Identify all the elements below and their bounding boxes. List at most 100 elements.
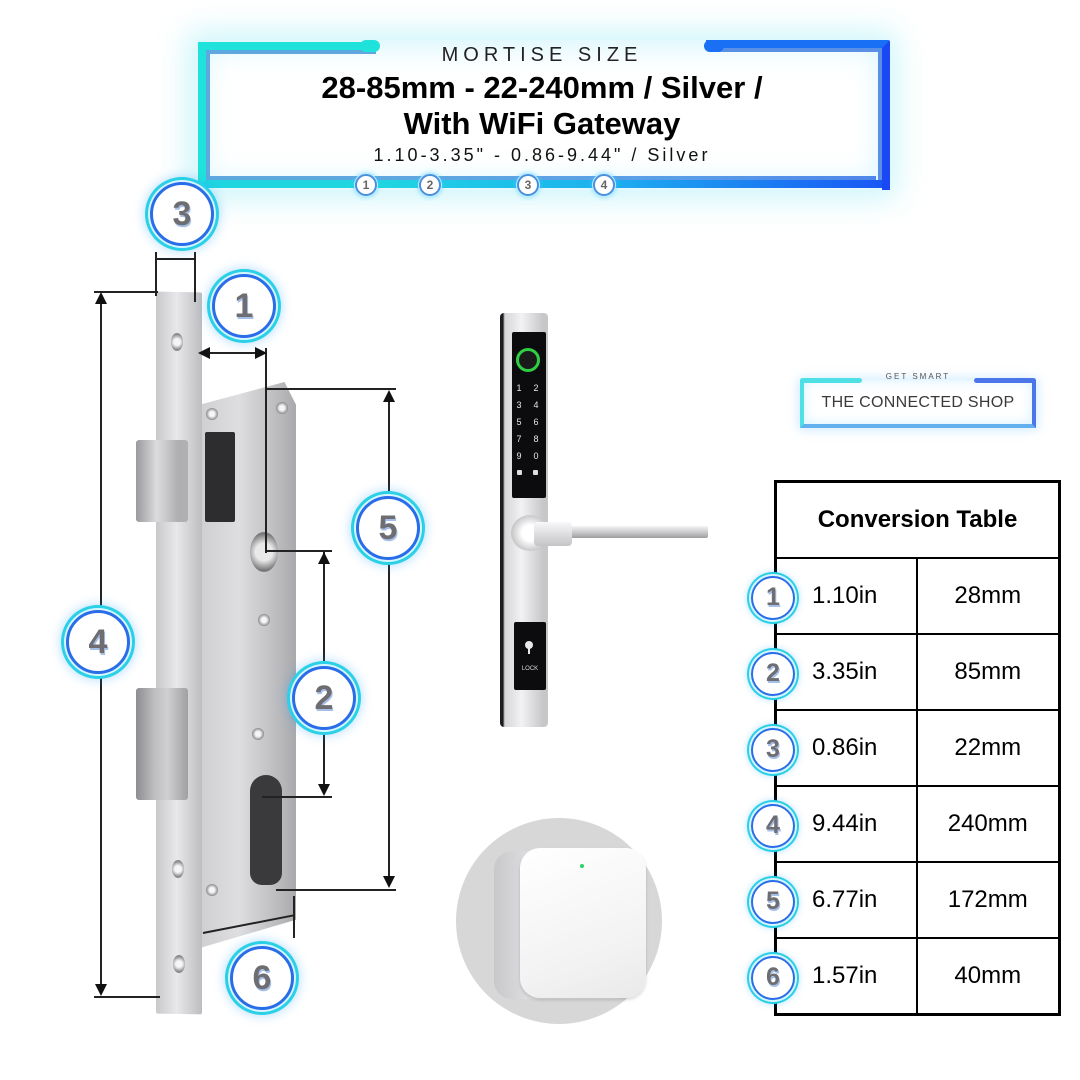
lever-neck bbox=[534, 522, 572, 546]
keyhole-icon-stem bbox=[528, 648, 530, 654]
conversion-table: Conversion Table 1.10in 28mm 3.35in 85mm… bbox=[774, 480, 1061, 1016]
unlock-icon bbox=[533, 470, 538, 475]
inches-cell: 1.10in bbox=[774, 557, 918, 635]
dim-5-arrow-up bbox=[383, 390, 395, 402]
badge-1: 1 bbox=[212, 274, 276, 338]
header-mini-badge-3: 3 bbox=[517, 174, 539, 196]
table-header-row: Conversion Table bbox=[774, 480, 1061, 559]
header-frame-bottom-inner bbox=[376, 176, 876, 180]
keypad-key: 1 bbox=[516, 383, 522, 393]
keypad-key: 3 bbox=[516, 400, 522, 410]
dim-4-ext-bottom bbox=[94, 996, 160, 998]
key-override-panel bbox=[514, 622, 546, 690]
inches-cell: 9.44in bbox=[774, 785, 918, 863]
mm-cell: 22mm bbox=[915, 709, 1061, 787]
dead-bolt bbox=[136, 688, 188, 800]
mm-cell: 85mm bbox=[915, 633, 1061, 711]
dim-5-line bbox=[388, 392, 390, 886]
badge-4: 4 bbox=[66, 610, 130, 674]
header-mini-badge-4: 4 bbox=[593, 174, 615, 196]
header-frame-right-inner bbox=[712, 48, 882, 180]
keypad-key: 0 bbox=[533, 451, 539, 461]
header-frame-cap-right bbox=[704, 40, 724, 52]
cylinder-hole bbox=[250, 775, 282, 885]
dim-3-ext-right bbox=[194, 252, 196, 302]
dim-1-ext bbox=[265, 348, 267, 553]
inches-cell: 0.86in bbox=[774, 709, 918, 787]
logo-frame-cap-right bbox=[974, 378, 1036, 383]
header-frame-cap-left bbox=[360, 40, 380, 52]
table-row: 9.44in 240mm bbox=[774, 785, 1061, 863]
table-row: 1.10in 28mm bbox=[774, 557, 1061, 635]
badge-5: 5 bbox=[356, 496, 420, 560]
mortise-lock-faceplate bbox=[156, 291, 202, 1015]
gateway-status-led-icon bbox=[580, 864, 584, 868]
logo-name: THE CONNECTED SHOP bbox=[821, 394, 1015, 411]
dim-3-ext-left bbox=[155, 252, 157, 296]
table-row: 1.57in 40mm bbox=[774, 937, 1061, 1016]
table-row: 3.35in 85mm bbox=[774, 633, 1061, 711]
screw-hole-mid bbox=[172, 860, 184, 878]
screw bbox=[258, 614, 270, 626]
table-badge-5: 5 bbox=[751, 880, 795, 924]
dim-1-arrow-right bbox=[255, 347, 267, 359]
fingerprint-sensor-icon bbox=[516, 348, 540, 372]
header-frame-bottom bbox=[378, 180, 888, 188]
gateway-face bbox=[520, 848, 646, 998]
screw-hole-top bbox=[171, 333, 183, 351]
inches-cell: 6.77in bbox=[774, 861, 918, 939]
dim-5-arrow-down bbox=[383, 876, 395, 888]
dim-2-arrow-up bbox=[318, 552, 330, 564]
table-badge-3: 3 bbox=[751, 728, 795, 772]
inches-cell: 1.57in bbox=[774, 937, 918, 1016]
dim-4-arrow-up bbox=[95, 292, 107, 304]
dim-2-ext-bottom bbox=[262, 796, 332, 798]
dim-5-ext-top bbox=[266, 388, 396, 390]
header-subtitle: 1.10-3.35" - 0.86-9.44" / Silver bbox=[373, 145, 711, 165]
dim-4-arrow-down bbox=[95, 984, 107, 996]
latch-window bbox=[205, 432, 235, 522]
screw-hole-bottom bbox=[173, 955, 185, 973]
mm-cell: 28mm bbox=[915, 557, 1061, 635]
spindle-hole bbox=[250, 532, 278, 572]
dim-6-ext-right bbox=[293, 896, 295, 938]
header-mini-badge-1: 1 bbox=[355, 174, 377, 196]
page-title-line-1: 28-85mm - 22-240mm / Silver / bbox=[321, 70, 763, 105]
keypad-key: 9 bbox=[516, 451, 522, 461]
keypad-key: 4 bbox=[533, 400, 539, 410]
lock-icon bbox=[517, 470, 522, 475]
screw bbox=[206, 408, 218, 420]
keypad-key: 2 bbox=[533, 383, 539, 393]
lever-handle bbox=[540, 526, 708, 538]
dim-3-line bbox=[157, 258, 194, 260]
badge-3: 3 bbox=[150, 182, 214, 246]
badge-2: 2 bbox=[292, 666, 356, 730]
table-row: 0.86in 22mm bbox=[774, 709, 1061, 787]
table-badge-1: 1 bbox=[751, 576, 795, 620]
screw bbox=[252, 728, 264, 740]
mm-cell: 172mm bbox=[915, 861, 1061, 939]
keypad-key: 6 bbox=[533, 417, 539, 427]
table-badge-4: 4 bbox=[751, 804, 795, 848]
dim-1-line bbox=[200, 352, 266, 354]
dim-4-ext-top bbox=[94, 291, 158, 293]
header-frame-right bbox=[706, 40, 890, 190]
mm-cell: 40mm bbox=[915, 937, 1061, 1016]
lock-label: LOCK bbox=[521, 666, 539, 672]
table-badge-2: 2 bbox=[751, 652, 795, 696]
table-title: Conversion Table bbox=[774, 480, 1061, 559]
logo-frame-cap-left bbox=[800, 378, 862, 383]
inches-cell: 3.35in bbox=[774, 633, 918, 711]
page-title-line-2: With WiFi Gateway bbox=[403, 106, 681, 141]
keyhole-icon bbox=[525, 641, 533, 649]
screw bbox=[276, 402, 288, 414]
dim-2-ext-top bbox=[266, 550, 332, 552]
screw bbox=[206, 884, 218, 896]
keypad-key: 8 bbox=[533, 434, 539, 444]
page-title: 28-85mm - 22-240mm / Silver / With WiFi … bbox=[196, 70, 888, 142]
header-frame-left-inner bbox=[206, 50, 376, 180]
badge-6: 6 bbox=[230, 946, 294, 1010]
dim-5-ext-bottom bbox=[276, 889, 396, 891]
header-kicker: MORTISE SIZE bbox=[441, 44, 643, 66]
header-frame-left bbox=[198, 42, 378, 188]
